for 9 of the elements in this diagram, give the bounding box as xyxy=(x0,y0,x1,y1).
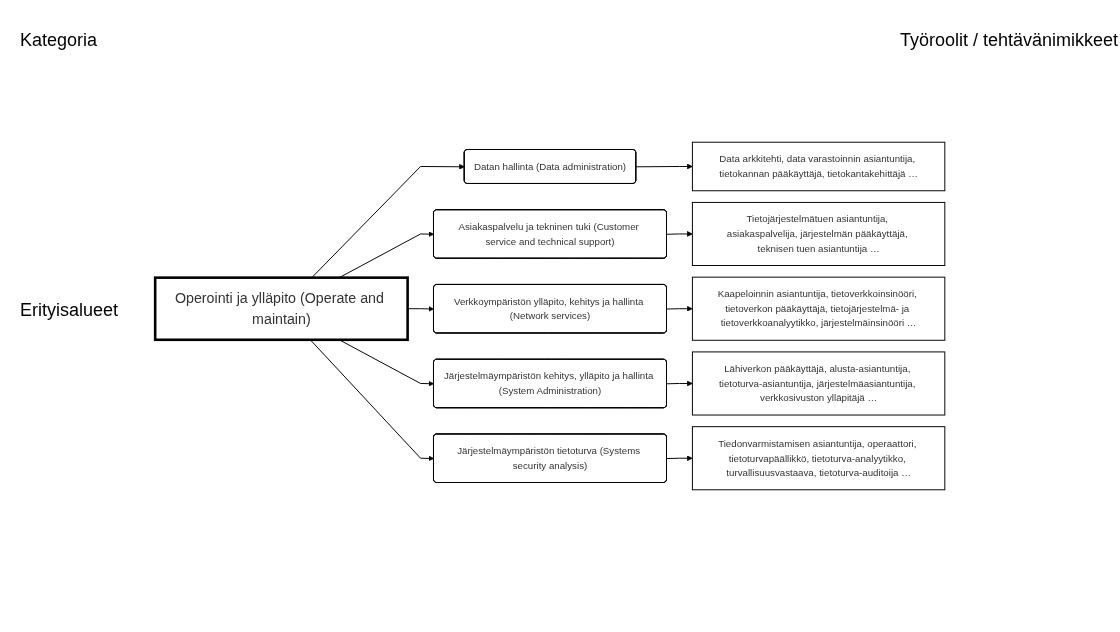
node-box: Operointi ja ylläpito (Operate and maintain) xyxy=(153,276,409,342)
node-box: Lähiverkon pääkäyttäjä, alusta-asiantuntija, tietoturva-asiantuntija, järjestelmäasiantuntija, verkkosivuston ylläpitäjä … xyxy=(691,351,946,416)
category-label: Erityisalueet xyxy=(20,300,119,321)
category-label: Kategoria xyxy=(20,30,98,51)
node-box: Kaapeloinnin asiantuntija, tietoverkkoinsinööri, tietoverkon pääkäyttäjä, tietojärjestelmä- ja tietoverkkoanalyytikko, järjestelmäinsinööri … xyxy=(691,276,946,341)
node-box: Tietojärjestelmätuen asiantuntija, asiakaspalvelija, järjestelmän pääkäyttäjä, teknisen tuen asiantuntija … xyxy=(691,201,946,266)
category-label: Työroolit / tehtävänimikkeet xyxy=(900,30,1119,51)
node-box: Data arkkitehti, data varastoinnin asiantuntija, tietokannan pääkäyttäjä, tietokantakehittäjä … xyxy=(691,141,946,192)
node-box: Tiedonvarmistamisen asiantuntija, operaattori, tietoturvapäällikkö, tietoturva-analyytikko, turvallisuusvastaava, tietoturva-auditoija … xyxy=(691,426,946,491)
